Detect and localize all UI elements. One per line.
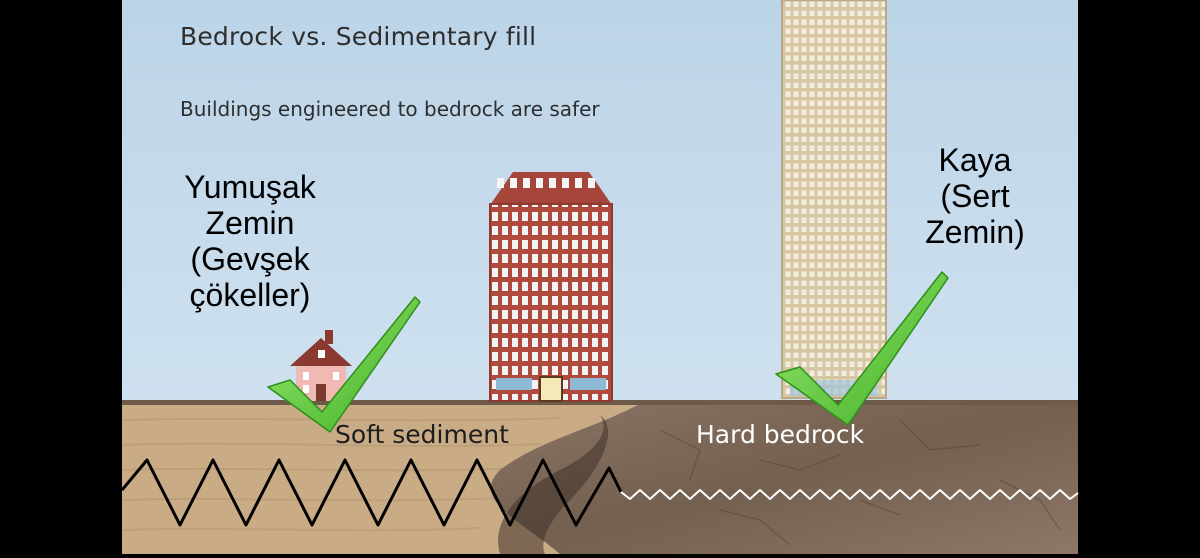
soft-ground-line: Zemin: [160, 205, 340, 241]
rock-line: Kaya: [905, 142, 1045, 178]
hard-bedrock-label: Hard bedrock: [696, 420, 864, 449]
rock-line: (Sert: [905, 178, 1045, 214]
soft-ground-line: çökeller): [160, 277, 340, 313]
soft-sediment-label: Soft sediment: [335, 420, 509, 449]
diagram-title: Bedrock vs. Sedimentary fill: [180, 22, 536, 51]
brick-building: [490, 172, 612, 401]
left-black-bar: [0, 0, 122, 554]
soft-ground-line: Yumuşak: [160, 169, 340, 205]
soft-ground-line: (Gevşek: [160, 241, 340, 277]
rock-annotation: Kaya (Sert Zemin): [905, 142, 1045, 250]
right-black-bar: [1078, 0, 1200, 554]
skyscraper: [782, 0, 886, 398]
rock-line: Zemin): [905, 214, 1045, 250]
soft-ground-annotation: Yumuşak Zemin (Gevşek çökeller): [160, 169, 340, 313]
diagram-subtitle: Buildings engineered to bedrock are safe…: [180, 97, 600, 121]
